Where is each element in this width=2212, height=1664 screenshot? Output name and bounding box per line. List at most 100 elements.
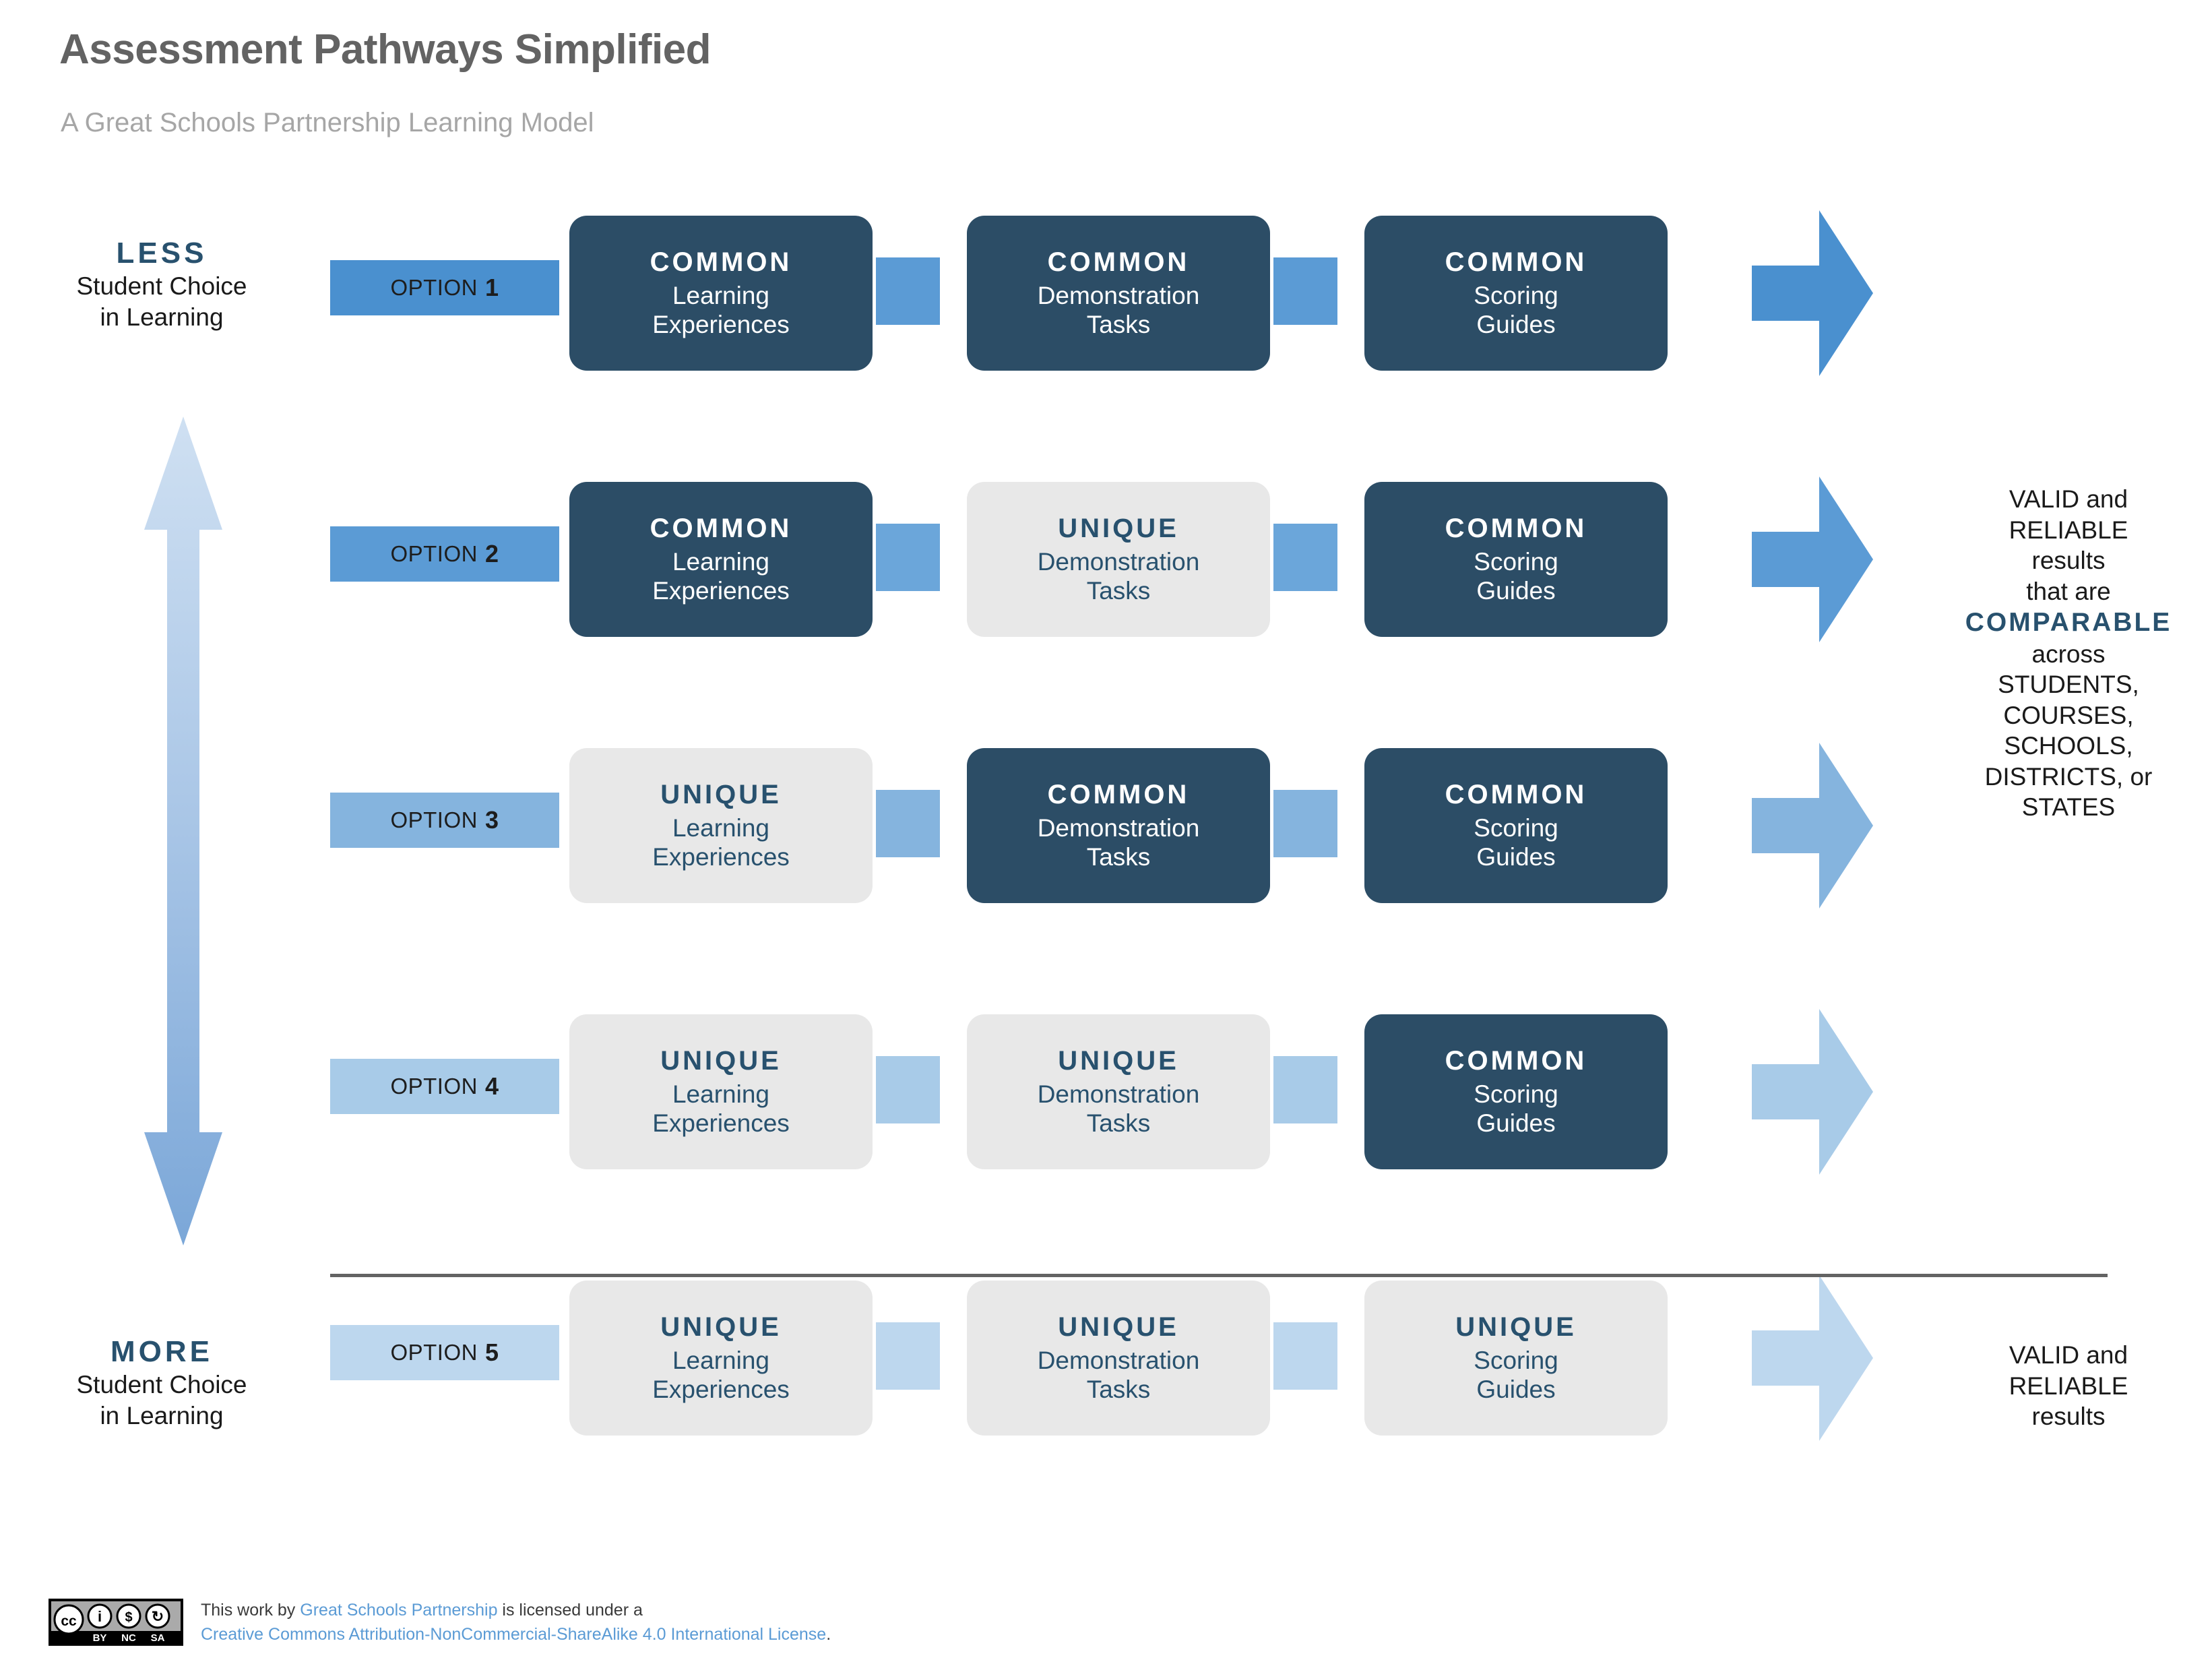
license-footer: cc i $ ↻ BY NC SA This work by Great Sch…	[49, 1599, 831, 1646]
svg-text:SA: SA	[151, 1632, 165, 1644]
option-label-text: OPTION	[390, 1074, 478, 1099]
svg-text:NC: NC	[121, 1632, 136, 1644]
axis-label-more: MORE Student Choice in Learning	[20, 1334, 303, 1431]
creative-commons-badge-icon[interactable]: cc i $ ↻ BY NC SA	[49, 1599, 183, 1646]
stage-description-line1: Scoring	[1474, 813, 1558, 842]
license-org-link[interactable]: Great Schools Partnership	[300, 1601, 498, 1620]
stage-description-line2: Experiences	[652, 576, 790, 605]
stage-description-line2: Tasks	[1086, 310, 1151, 338]
stage-kind: COMMON	[1445, 779, 1587, 809]
page-subtitle: A Great Schools Partnership Learning Mod…	[61, 108, 594, 137]
stage-kind: UNIQUE	[660, 1045, 782, 1076]
results-block-arrow-icon	[1752, 1275, 1873, 1441]
results-text-valid-reliable: VALID and RELIABLE results	[1927, 1340, 2210, 1432]
results-line: results	[2031, 1403, 2106, 1430]
license-text: This work by Great Schools Partnership i…	[201, 1599, 831, 1646]
stage-kind: UNIQUE	[660, 1312, 782, 1342]
option-number: 1	[484, 274, 499, 301]
stage-description-line1: Scoring	[1474, 281, 1558, 309]
stage-description-line2: Tasks	[1086, 842, 1151, 871]
stage-kind: COMMON	[1445, 247, 1587, 277]
results-block-arrow-icon	[1752, 210, 1873, 376]
connector-2	[1273, 790, 1337, 857]
stage-description-line1: Learning	[672, 813, 769, 842]
stage-kind: UNIQUE	[660, 779, 782, 809]
results-line: RELIABLE	[2009, 516, 2128, 544]
axis-label-more-line1: Student Choice	[76, 1370, 247, 1398]
stage-description-line2: Tasks	[1086, 1375, 1151, 1403]
svg-text:i: i	[98, 1608, 102, 1625]
section-divider	[330, 1274, 2108, 1277]
stage-description-line2: Experiences	[652, 1375, 790, 1403]
option-label-text: OPTION	[390, 1340, 478, 1365]
stage-kind: COMMON	[1445, 1045, 1587, 1076]
axis-label-less-line1: Student Choice	[76, 272, 247, 300]
results-line: results	[2031, 547, 2106, 574]
svg-text:↻: ↻	[152, 1608, 164, 1625]
stage-description-line2: Experiences	[652, 310, 790, 338]
results-line: STATES	[2021, 793, 2116, 822]
stage-description-line1: Demonstration	[1037, 813, 1200, 842]
results-line: across	[2031, 640, 2106, 668]
stage-description-line2: Guides	[1476, 1109, 1556, 1137]
stage-description-line1: Learning	[672, 547, 769, 576]
stage-description-line1: Demonstration	[1037, 1346, 1200, 1374]
stage-description-line2: Experiences	[652, 1109, 790, 1137]
connector-1	[876, 1056, 940, 1123]
results-block-arrow-icon	[1752, 743, 1873, 908]
connector-1	[876, 257, 940, 325]
license-cc-link[interactable]: Creative Commons Attribution-NonCommerci…	[201, 1624, 827, 1644]
stage-description-line2: Guides	[1476, 310, 1556, 338]
stage-description-line1: Scoring	[1474, 547, 1558, 576]
stage-kind: COMMON	[1047, 247, 1190, 277]
stage-kind: COMMON	[1445, 513, 1587, 543]
svg-text:BY: BY	[93, 1632, 107, 1644]
stage-kind: UNIQUE	[1455, 1312, 1577, 1342]
student-choice-axis-arrow-icon	[143, 417, 224, 1245]
stage-description-line1: Learning	[672, 1080, 769, 1108]
stage-description-line2: Guides	[1476, 576, 1556, 605]
axis-label-less-line2: in Learning	[100, 303, 224, 332]
stage-kind: UNIQUE	[1058, 1312, 1179, 1342]
stage-description-line1: Scoring	[1474, 1346, 1558, 1374]
results-text-comparable: VALID and RELIABLE results that are COMP…	[1927, 484, 2210, 823]
connector-2	[1273, 524, 1337, 591]
results-line: that are	[2026, 577, 2111, 605]
connector-1	[876, 1322, 940, 1390]
connector-2	[1273, 1056, 1337, 1123]
